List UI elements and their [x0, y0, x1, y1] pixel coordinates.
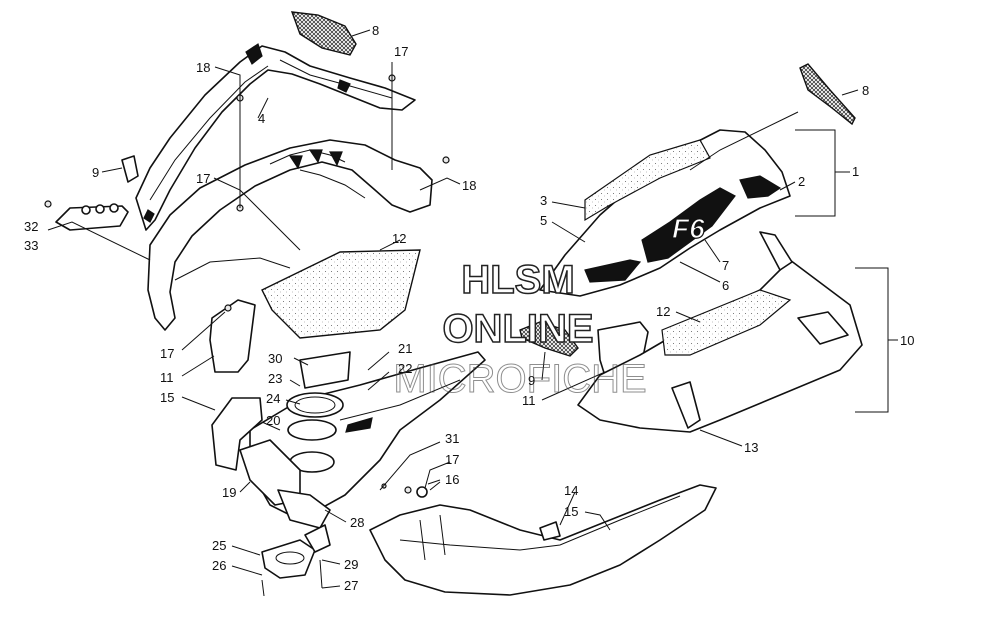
- watermark-line-2: ONLINE: [442, 307, 593, 351]
- callout-31: 31: [445, 431, 459, 446]
- callout-16: 16: [445, 472, 459, 487]
- running-board-right: [369, 484, 717, 596]
- callout-17-b: 17: [196, 171, 210, 186]
- f6-decal: F6: [672, 213, 705, 244]
- callout-17-c: 17: [160, 346, 174, 361]
- callout-21: 21: [398, 341, 412, 356]
- callout-5: 5: [540, 213, 547, 228]
- callout-7: 7: [722, 258, 729, 273]
- callout-23: 23: [268, 371, 282, 386]
- callout-24: 24: [266, 391, 280, 406]
- side-cover-left: [209, 299, 256, 373]
- leader-lines: [47, 29, 898, 589]
- callout-8-left: 8: [372, 23, 379, 38]
- callout-32: 32: [24, 219, 38, 234]
- vent-grille-left: [290, 11, 357, 56]
- callout-3: 3: [540, 193, 547, 208]
- vent-grille-right: [799, 63, 856, 126]
- callout-6: 6: [722, 278, 729, 293]
- callout-1: 1: [852, 164, 859, 179]
- callout-11-left: 11: [160, 370, 174, 385]
- callout-28: 28: [350, 515, 364, 530]
- callout-18-a: 18: [196, 60, 210, 75]
- callout-25: 25: [212, 538, 226, 553]
- callout-15-left: 15: [160, 390, 174, 405]
- vent-mesh-9-right: [519, 321, 579, 357]
- callout-22: 22: [398, 361, 412, 376]
- callout-2: 2: [798, 174, 805, 189]
- callout-30: 30: [268, 351, 282, 366]
- callout-17-a: 17: [394, 44, 408, 59]
- hood-upper-panel: [135, 43, 416, 231]
- callout-12-left: 12: [392, 231, 406, 246]
- watermark-line-3: MICROFICHE: [393, 357, 646, 401]
- callout-13: 13: [744, 440, 758, 455]
- hood-frame: [147, 139, 433, 331]
- lower-duct-25-29: [261, 524, 331, 597]
- callout-8-right: 8: [862, 83, 869, 98]
- watermark-line-1: HLSM: [461, 258, 574, 302]
- callout-26: 26: [212, 558, 226, 573]
- floor-pan-assembly: [211, 351, 486, 529]
- callout-14: 14: [564, 483, 578, 498]
- callout-12-right: 12: [656, 304, 670, 319]
- callout-4: 4: [258, 111, 265, 126]
- callout-18-b: 18: [462, 178, 476, 193]
- fasteners-right: [381, 479, 441, 498]
- callout-11-right: 11: [522, 393, 536, 408]
- callout-17-d: 17: [445, 452, 459, 467]
- side-panel-right: F6: [539, 129, 791, 297]
- callout-33: 33: [24, 238, 38, 253]
- callout-19: 19: [222, 485, 236, 500]
- callout-9-right: 9: [528, 373, 535, 388]
- callout-20: 20: [266, 413, 280, 428]
- callout-9-left: 9: [92, 165, 99, 180]
- clip-9-left: [121, 155, 139, 183]
- callout-29: 29: [344, 557, 358, 572]
- callout-10: 10: [900, 333, 914, 348]
- bracket-32-33: [44, 200, 129, 231]
- insulation-pad-left: [261, 249, 421, 339]
- lower-side-panel-10: [577, 231, 863, 433]
- callout-15-right: 15: [564, 504, 578, 519]
- callout-labels: 8 17 18 4 9 17 18 32 33 12 17 11 30 23 2…: [24, 23, 914, 593]
- callout-27: 27: [344, 578, 358, 593]
